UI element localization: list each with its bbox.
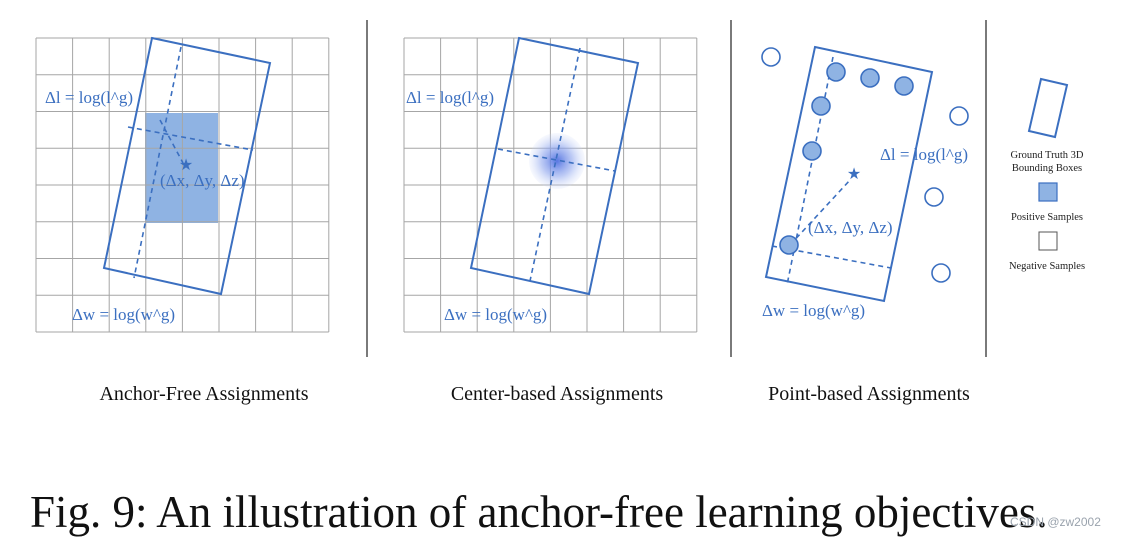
width-axis-2 <box>497 148 616 172</box>
length-label-3: Δl = log(l^g) <box>880 145 968 164</box>
width-axis-1 <box>127 126 254 151</box>
figure-caption: Fig. 9: An illustration of anchor-free l… <box>30 487 1048 537</box>
offset-arrow-3 <box>789 178 852 246</box>
offset-label-3: (Δx, Δy, Δz) <box>808 218 893 237</box>
ground-truth-box-2 <box>469 36 640 296</box>
center-star-1: ★ <box>179 155 193 174</box>
panel-center-based: Δl = log(l^g) Δw = log(w^g) Center-based… <box>403 36 698 405</box>
width-label-1: Δw = log(w^g) <box>72 305 175 324</box>
panel-anchor-free: ★ Δl = log(l^g) (Δx, Δy, Δz) Δw = log(w^… <box>35 36 330 405</box>
offset-arrow-1 <box>159 119 184 164</box>
positive-point <box>779 235 799 255</box>
positive-points <box>779 62 914 255</box>
panel-title-3: Point-based Assignments <box>768 383 970 405</box>
legend-negative-swatch <box>1038 231 1058 251</box>
length-axis-2 <box>529 47 581 282</box>
positive-point <box>894 76 914 96</box>
positive-point <box>826 62 846 82</box>
positive-point <box>811 96 831 116</box>
positive-point <box>802 141 822 161</box>
length-label-2: Δl = log(l^g) <box>406 88 494 107</box>
negative-point <box>924 187 944 207</box>
legend-gt-box-icon <box>1027 77 1069 139</box>
grid-lines-panel-1 <box>35 37 330 333</box>
positive-point <box>860 68 880 88</box>
legend-positive-swatch <box>1038 182 1058 202</box>
center-star-3: ★ <box>847 164 861 183</box>
ground-truth-box-3 <box>764 45 934 303</box>
ground-truth-box-1 <box>102 36 272 296</box>
center-glow <box>529 133 585 189</box>
panel-title-2: Center-based Assignments <box>451 383 664 405</box>
legend-positive-label: Positive Samples <box>1011 212 1083 223</box>
negative-point <box>949 106 969 126</box>
width-label-2: Δw = log(w^g) <box>444 305 547 324</box>
negative-points <box>761 47 969 283</box>
positive-sample-region <box>145 113 218 223</box>
negative-point <box>761 47 781 67</box>
length-label-1: Δl = log(l^g) <box>45 88 133 107</box>
legend-gt-label-1: Ground Truth 3D <box>1011 150 1084 161</box>
offset-label-1: (Δx, Δy, Δz) <box>160 171 245 190</box>
legend-negative-label: Negative Samples <box>1009 261 1085 272</box>
width-label-3: Δw = log(w^g) <box>762 301 865 320</box>
legend-gt-label-2: Bounding Boxes <box>1012 163 1082 174</box>
panel-title-1: Anchor-Free Assignments <box>99 383 308 405</box>
panel-point-based: ★ Δl = log(l^g) (Δx, Δy, Δz) Δw = log(w^… <box>761 45 970 405</box>
negative-point <box>931 263 951 283</box>
legend: Ground Truth 3D Bounding Boxes Positive … <box>1009 77 1085 272</box>
watermark: CSDN @zw2002 <box>1010 515 1101 529</box>
length-axis-1 <box>133 46 182 279</box>
